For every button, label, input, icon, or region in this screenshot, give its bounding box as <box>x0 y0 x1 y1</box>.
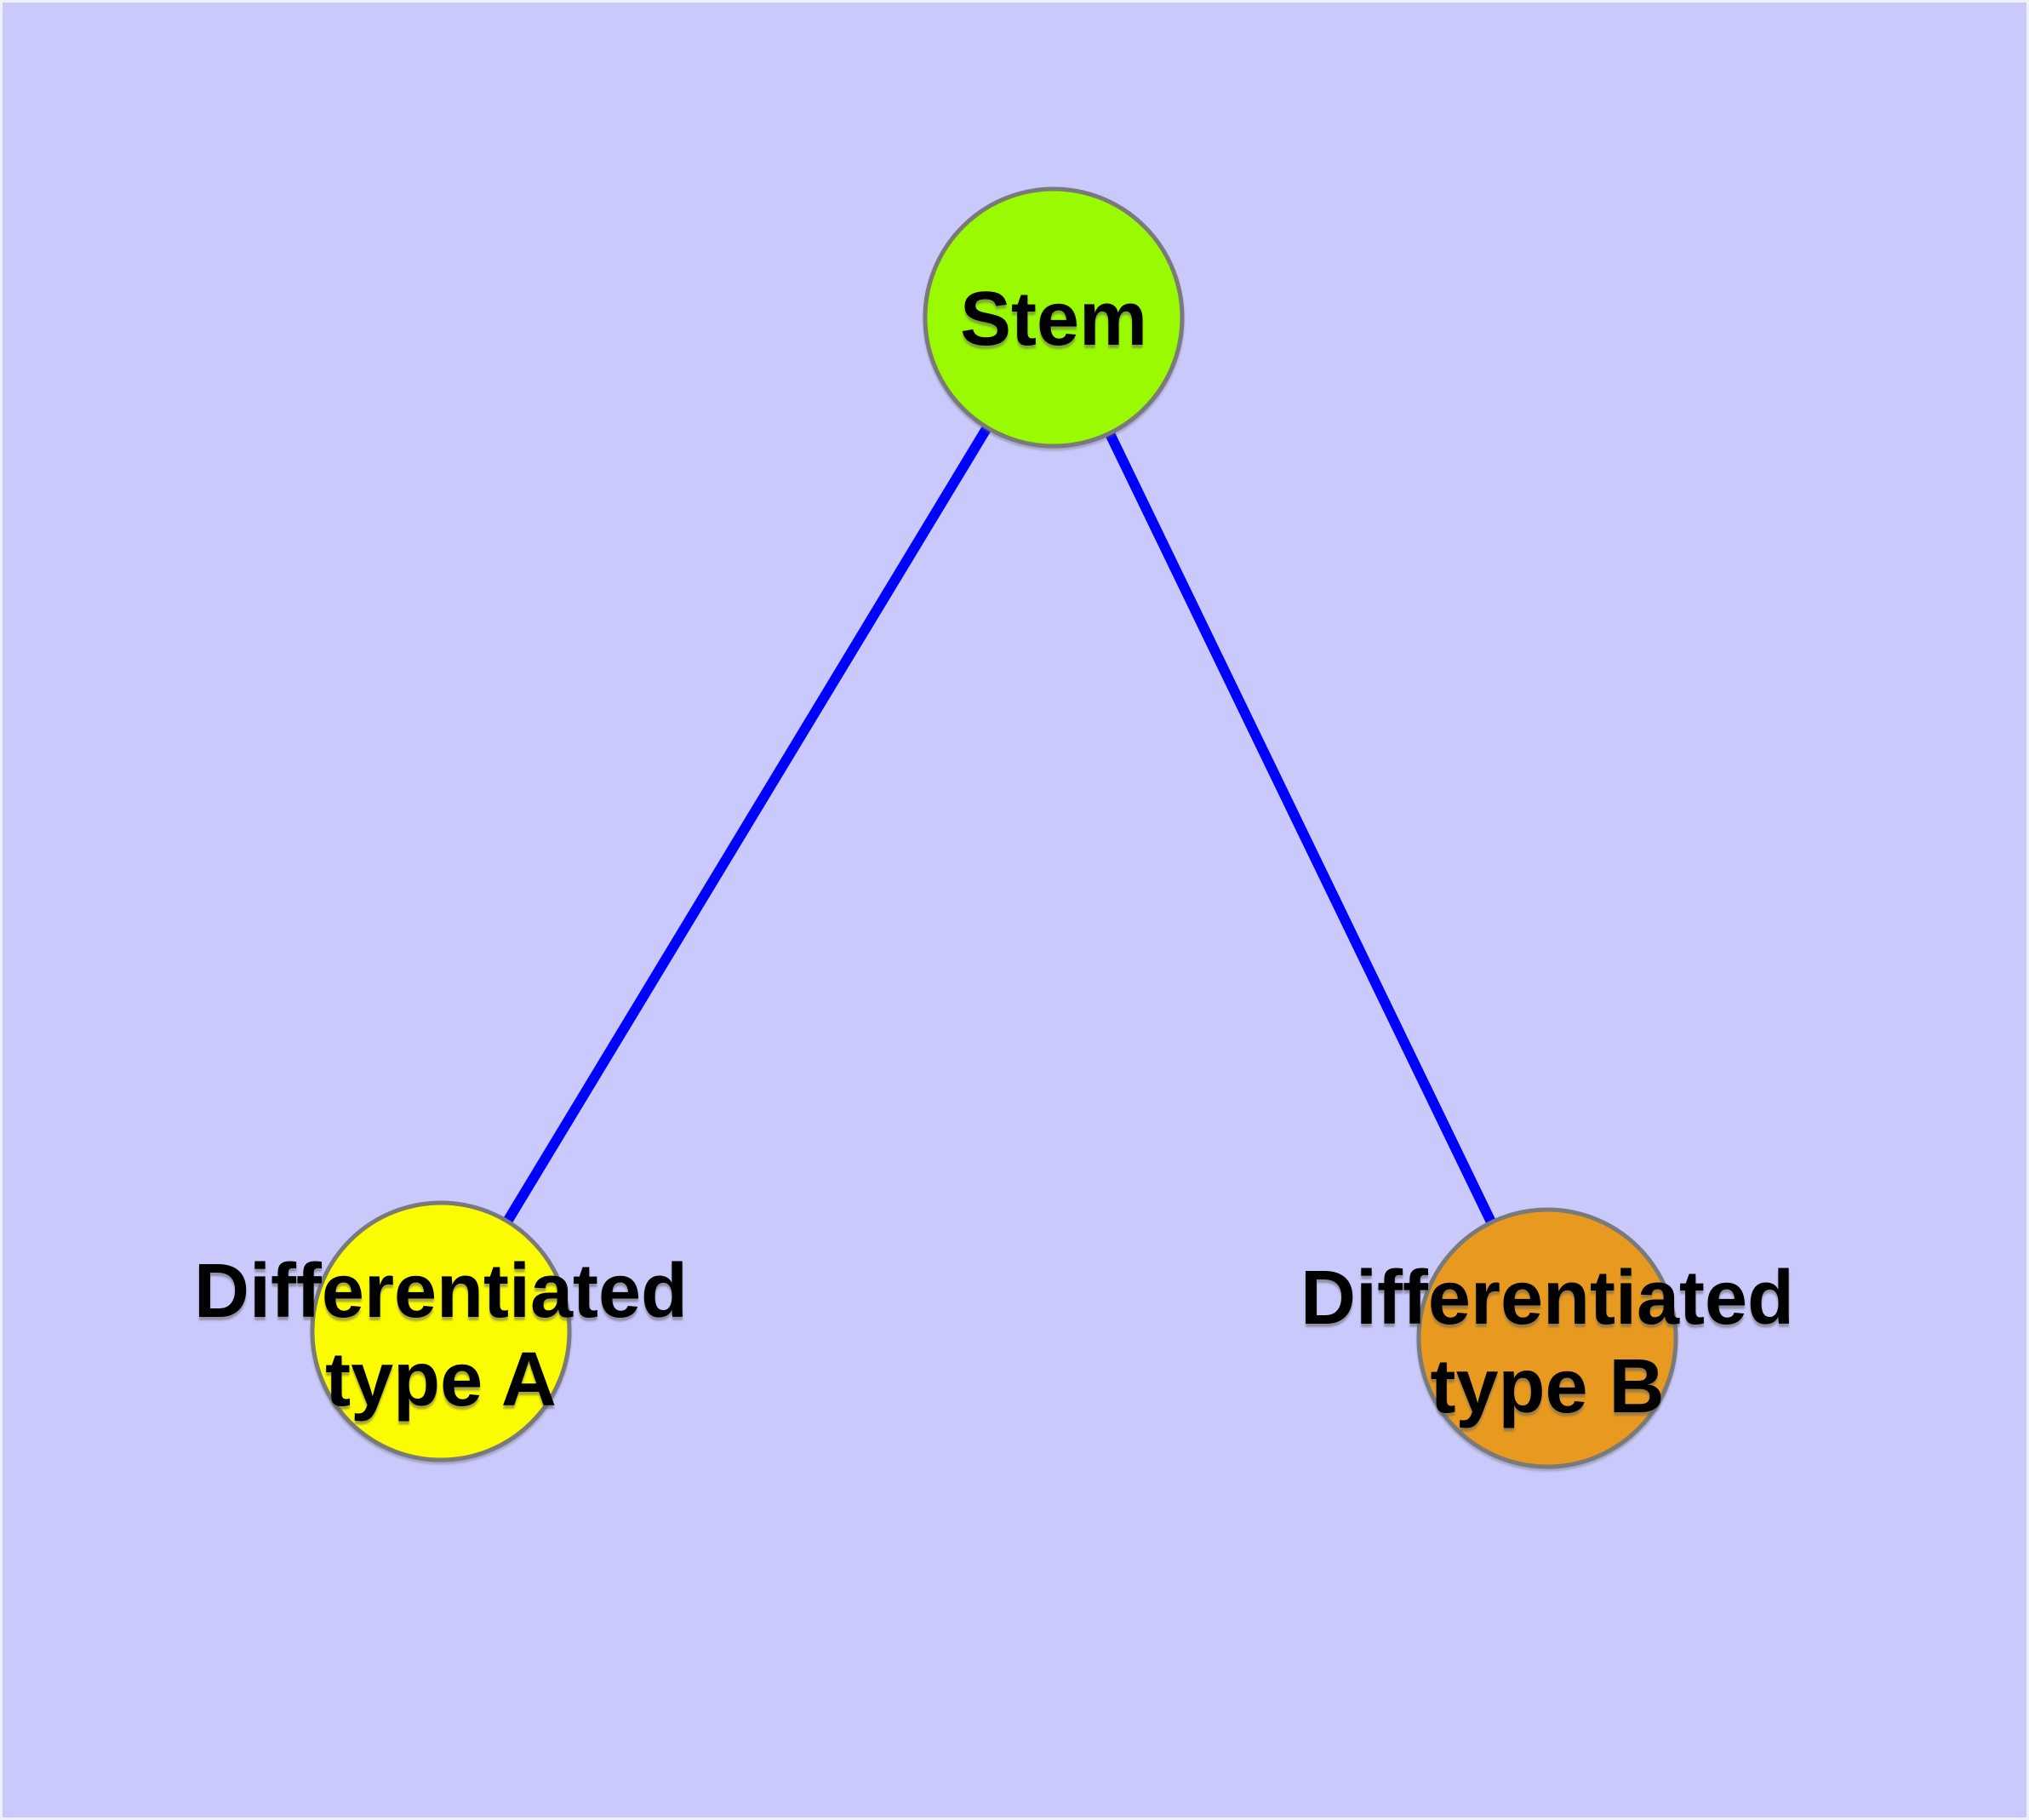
nodes <box>310 186 1678 1469</box>
edge-stem-to-type-b <box>1049 312 1552 1343</box>
edge-stem-to-type-a <box>436 312 1059 1336</box>
node-differentiated-type-a <box>310 1200 572 1462</box>
node-stem <box>923 186 1185 449</box>
type-a-node-label-line2: type A <box>325 1337 557 1422</box>
type-a-node-label-line1: Differentiated <box>194 1249 688 1334</box>
stem-node-label: Stem <box>960 277 1147 362</box>
node-differentiated-type-b <box>1416 1207 1678 1469</box>
type-b-node-label-line1: Differentiated <box>1300 1256 1794 1341</box>
type-b-node-label-line2: type B <box>1430 1344 1664 1429</box>
node-labels: Stem Differentiated type A Differentiate… <box>194 277 1794 1429</box>
edges <box>436 312 1552 1343</box>
